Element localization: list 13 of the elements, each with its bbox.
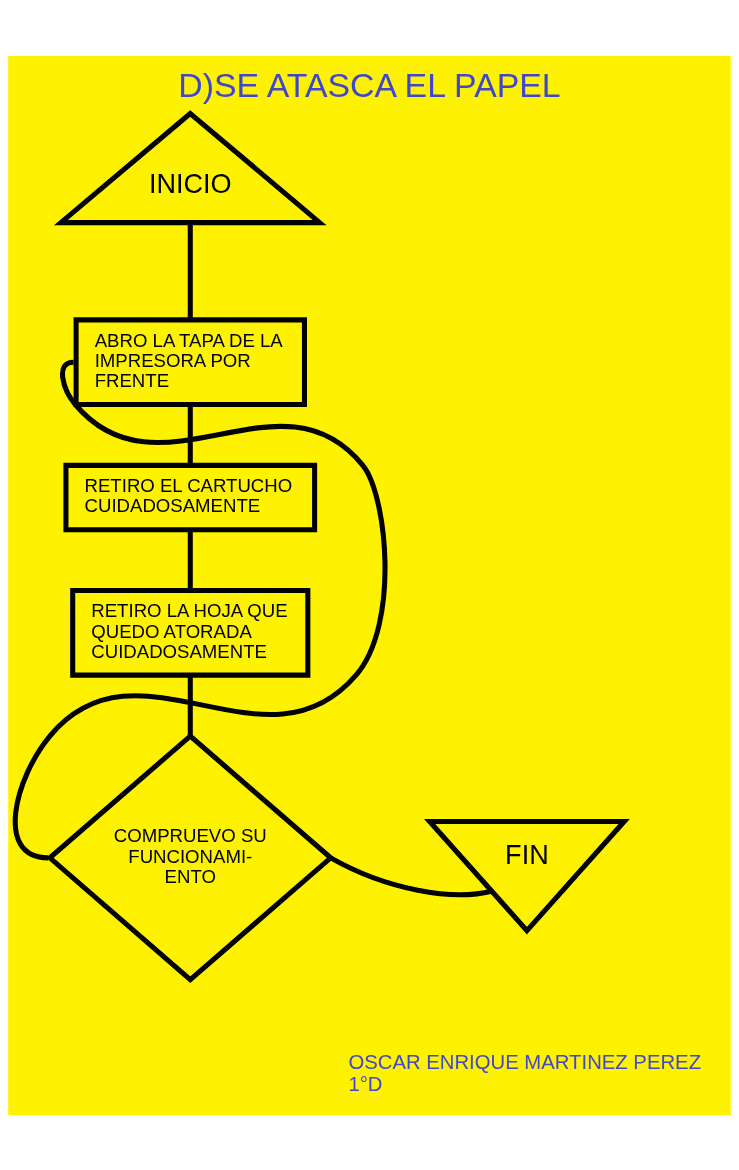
connector [187,674,193,736]
label: 1°D [348,1072,383,1095]
node-box: ABRO LA TAPA DE LA IMPRESORA POR FRENTE [73,316,307,407]
node-box: RETIRO LA HOJA QUE QUEDO ATORADA CUIDADOSAMENTE [70,587,311,678]
diagram-title: D)SE ATASCA EL PAPEL [178,65,561,104]
connector [187,404,193,465]
connector [329,855,492,897]
label: OSCAR ENRIQUE MARTINEZ PEREZ [348,1050,702,1073]
connector [187,529,193,590]
node-box: RETIRO EL CARTUCHO CUIDADOSAMENTE [63,462,318,532]
node-diamond: COMPRUEVO SU FUNCIONAMI- ENTO [46,732,335,983]
connector [187,222,193,320]
connector [12,359,388,860]
